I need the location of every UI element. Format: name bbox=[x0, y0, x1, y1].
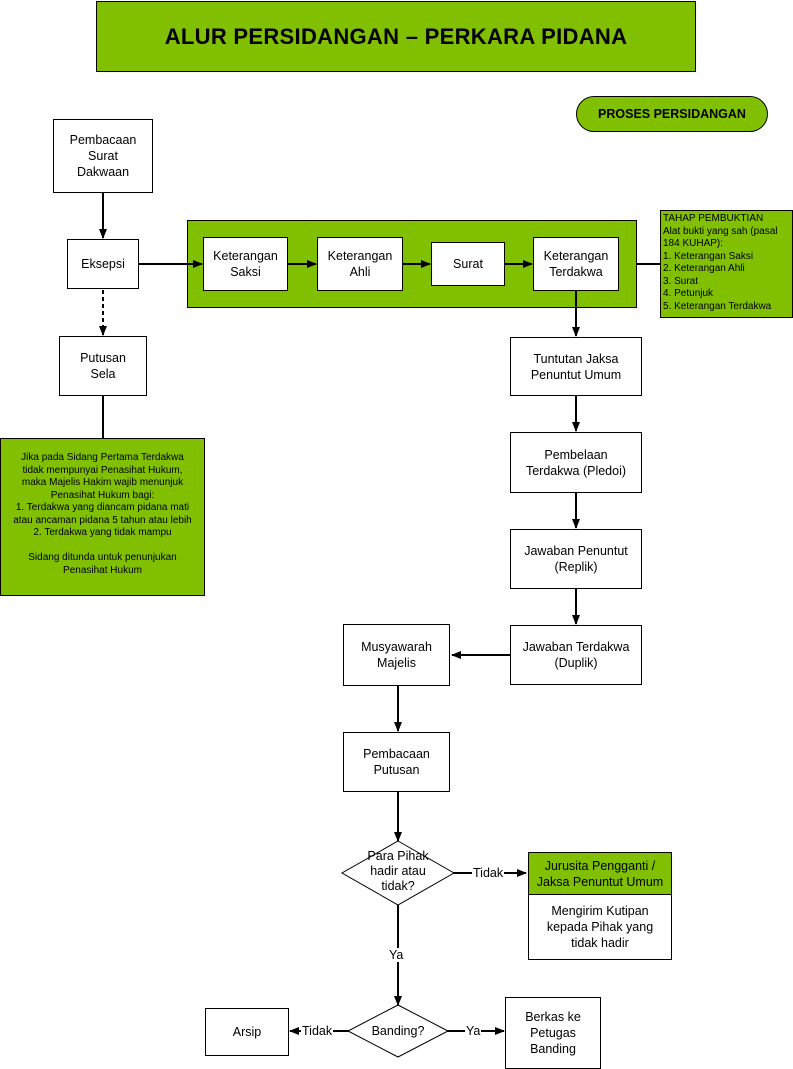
node-pembacaan-dakwaan: Pembacaan Surat Dakwaan bbox=[53, 119, 153, 193]
page-title: ALUR PERSIDANGAN – PERKARA PIDANA bbox=[96, 1, 696, 72]
node-keterangan-terdakwa: Keterangan Terdakwa bbox=[533, 237, 619, 291]
edge-label-tidak-1: Tidak bbox=[472, 866, 505, 880]
node-surat: Surat bbox=[431, 242, 505, 286]
node-putusan-sela: Putusan Sela bbox=[59, 336, 147, 396]
decision-banding: Banding? bbox=[371, 1024, 425, 1038]
node-tuntutan: Tuntutan Jaksa Penuntut Umum bbox=[510, 337, 642, 396]
edge-label-tidak-2: Tidak bbox=[301, 1024, 334, 1038]
node-arsip: Arsip bbox=[205, 1008, 289, 1056]
note-tahap-pembuktian: TAHAP PEMBUKTIAN Alat bukti yang sah (pa… bbox=[660, 210, 793, 318]
node-pembacaan-putusan: Pembacaan Putusan bbox=[343, 732, 450, 792]
node-jawaban-terdakwa: Jawaban Terdakwa (Duplik) bbox=[510, 625, 642, 685]
node-keterangan-ahli: Keterangan Ahli bbox=[317, 237, 403, 291]
node-berkas: Berkas ke Petugas Banding bbox=[505, 997, 601, 1069]
note-penasihat-hukum: Jika pada Sidang Pertama Terdakwa tidak … bbox=[0, 438, 205, 596]
node-jawaban-penuntut: Jawaban Penuntut (Replik) bbox=[510, 529, 642, 589]
node-jurusita-body: Mengirim Kutipan kepada Pihak yang tidak… bbox=[528, 894, 672, 960]
node-pembelaan: Pembelaan Terdakwa (Pledoi) bbox=[510, 432, 642, 493]
node-keterangan-saksi: Keterangan Saksi bbox=[203, 237, 288, 291]
edge-label-ya-2: Ya bbox=[465, 1024, 482, 1038]
node-jurusita-header: Jurusita Pengganti / Jaksa Penuntut Umum bbox=[528, 852, 672, 895]
decision-para-pihak-shape bbox=[340, 840, 456, 906]
decision-para-pihak: Para Pihak hadir atau tidak? bbox=[367, 849, 429, 893]
node-musyawarah: Musyawarah Majelis bbox=[343, 624, 450, 686]
decision-banding-shape bbox=[346, 1004, 450, 1058]
edge-label-ya-1: Ya bbox=[388, 948, 405, 962]
section-badge: PROSES PERSIDANGAN bbox=[576, 96, 768, 132]
node-eksepsi: Eksepsi bbox=[67, 239, 139, 289]
